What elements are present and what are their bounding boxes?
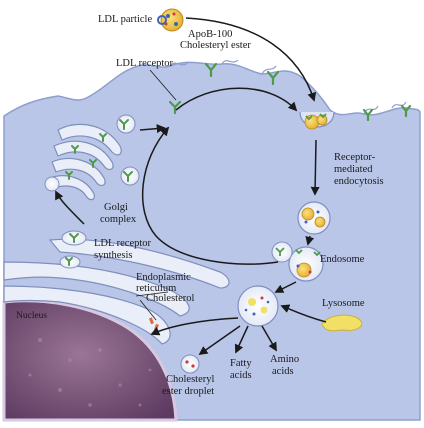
label-amino-1: Amino (270, 354, 299, 365)
endocytic-vesicle (297, 201, 331, 235)
label-er-1: Endoplasmic (136, 272, 191, 283)
label-receptor-synthesis-1: LDL receptor (94, 238, 152, 249)
golgi-complex (49, 123, 122, 201)
label-droplet-2: ester droplet (162, 386, 214, 397)
surface-receptors (168, 62, 412, 122)
label-golgi-2: complex (100, 214, 137, 225)
label-lysosome: Lysosome (322, 298, 365, 309)
label-golgi-1: Golgi (104, 202, 128, 213)
label-receptor-synthesis-2: synthesis (94, 250, 133, 261)
lysosome-fused (237, 285, 279, 327)
coated-pit (299, 111, 335, 130)
label-cholesterol: Cholesterol (146, 293, 194, 304)
ester-droplet (180, 354, 200, 374)
ldl-particle-icon (157, 8, 184, 32)
endosome (288, 246, 324, 282)
leader-lines (135, 69, 177, 321)
pathway-arrows (55, 17, 327, 356)
membrane-edge (169, 59, 407, 115)
label-ldl-receptor: LDL receptor (116, 58, 174, 69)
lysosome-icon (321, 314, 363, 332)
label-cholesteryl-ester: Cholesteryl ester (180, 40, 251, 51)
golgi-vesicles (44, 114, 140, 192)
nucleus-texture (28, 338, 152, 407)
label-receptor-mediated-1: Receptor- (334, 152, 376, 163)
label-apob: ApoB-100 (188, 29, 232, 40)
label-receptor-mediated-3: endocytosis (334, 176, 384, 187)
label-nucleus: Nucleus (16, 311, 47, 321)
label-droplet-1: Cholesteryl (166, 374, 214, 385)
recycling-vesicle (271, 241, 293, 263)
label-er-2: reticulum (136, 283, 176, 294)
receptor-icons-golgi (65, 119, 133, 182)
label-amino-2: acids (272, 366, 294, 377)
label-fatty-2: acids (230, 370, 252, 381)
label-receptor-mediated-2: mediated (334, 164, 373, 175)
recycling-arrow (141, 126, 279, 265)
label-endosome: Endosome (320, 254, 365, 265)
endoplasmic-reticulum (3, 238, 230, 345)
label-ldl-particle: LDL particle (98, 14, 152, 25)
recycling-arrow-upper (175, 87, 298, 112)
nucleus (2, 299, 178, 422)
receptor-icons-er (65, 233, 79, 266)
label-fatty-1: Fatty (230, 358, 252, 369)
